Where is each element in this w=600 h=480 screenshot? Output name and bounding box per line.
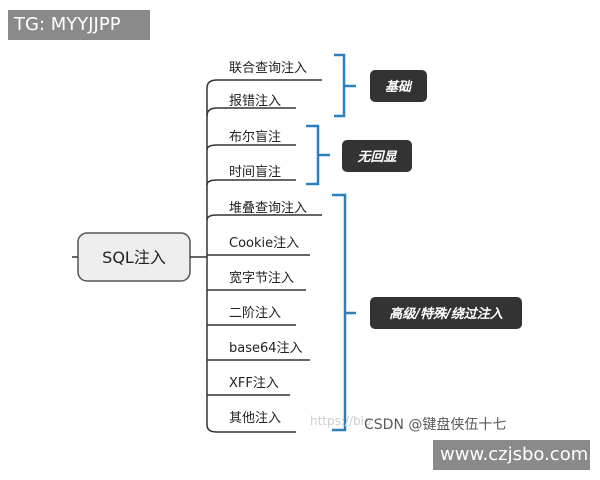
watermark-bottom-right: www.czjsbo.com [433, 440, 590, 470]
root-label: SQL注入 [102, 248, 166, 267]
branch-line [206, 107, 296, 117]
branch-lines [206, 79, 322, 433]
category-label: 无回显 [356, 150, 397, 165]
branch-line [206, 79, 322, 89]
leaf-label: Cookie注入 [229, 236, 299, 251]
leaf-label: 时间盲注 [229, 164, 281, 180]
leaf-label: 其他注入 [229, 411, 281, 426]
branch-line [206, 424, 296, 433]
leaf-label: 联合查询注入 [229, 61, 307, 76]
leaf-label: 宽字节注入 [229, 270, 294, 286]
leaf-labels: 联合查询注入 报错注入 布尔盲注 时间盲注 堆叠查询注入 Cookie注入 宽字… [229, 61, 307, 426]
branch-line [206, 179, 296, 186]
bracket-noecho [306, 124, 320, 186]
watermark-top-left: TG: MYYJJPP [8, 10, 150, 40]
category-label: 高级/特殊/绕过注入 [389, 306, 503, 322]
branch-line [206, 214, 322, 221]
category-box-advanced [370, 297, 522, 329]
branch-line [206, 144, 296, 151]
bracket-advanced [332, 193, 347, 432]
bracket-basic [334, 53, 346, 118]
brackets [306, 53, 356, 432]
leaf-label: 堆叠查询注入 [229, 201, 307, 216]
category-box-basic [370, 70, 427, 102]
category-box-noecho [342, 140, 412, 172]
leaf-label: XFF注入 [229, 376, 279, 391]
csdn-watermark: CSDN @键盘侠伍十七 [364, 417, 507, 433]
leaf-label: 报错注入 [229, 94, 281, 109]
leaf-label: 布尔盲注 [229, 129, 281, 145]
leaf-label: 二阶注入 [229, 306, 281, 321]
leaf-label: base64注入 [229, 341, 303, 356]
category-label: 基础 [385, 79, 413, 95]
faint-url-watermark: https://blo [310, 414, 372, 428]
